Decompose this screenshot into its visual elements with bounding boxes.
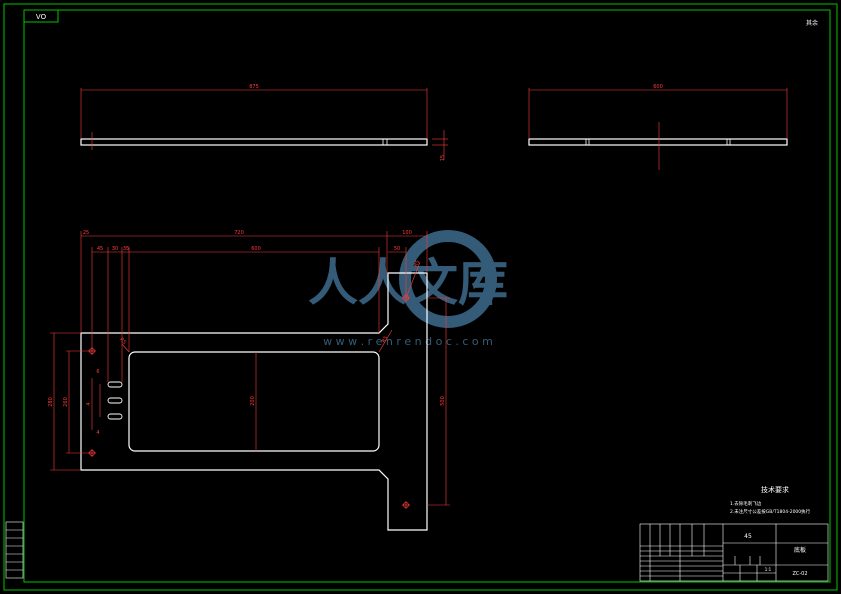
side-stamp [5,521,24,579]
dim-inner-height: 200 [250,396,256,406]
dim-d35: 35 [123,246,129,252]
corner-tag-text: VO [36,13,47,21]
dim-r-b: R5 [381,335,390,344]
plate-outline [80,272,428,531]
dim-right-width: 100 [402,230,412,236]
dim-top-right-length: 600 [653,84,663,90]
top-view-long: 875 15 [80,84,448,161]
inner-cutout [128,351,380,452]
dim-d25: 25 [83,230,89,236]
title-scale: 1:1 [765,567,772,572]
dim-left-height-outer: 280 [48,397,54,407]
title-part-name: 底板 [794,546,806,554]
dim-inner-length: 600 [251,246,261,252]
front-dimension-lines [50,231,450,506]
dim-total-width: 720 [234,230,244,236]
dim-top-length: 875 [249,84,259,90]
corner-tag: VO [23,9,59,23]
top-right-tag: 其余 [806,19,818,27]
dim-slot-b: 4 [96,430,99,436]
slots [107,381,123,420]
dim-left-height-inner: 260 [63,397,69,407]
dim-r-a: R5 [413,259,421,268]
notes-heading: 技术要求 [761,485,789,494]
dim-hole-tag: 4 [86,402,92,405]
dim-r-c: R5 [118,337,127,346]
dim-d45: 45 [97,246,103,252]
dim-slot-a: 6 [96,369,99,375]
plate-short-outline [528,138,788,146]
watermark-url: w w w . r e n r e n d o c . c o m [323,335,493,348]
front-view: 25 720 100 45 30 35 600 50 R5 R5 R5 280 … [48,230,450,531]
technical-notes: 技术要求 1.去除毛刺飞边 2.未注尺寸公差按GB/T1804-2000执行 [730,485,811,515]
title-block [639,523,829,582]
top-view-short: 600 [528,84,788,170]
title-material: 45 [744,533,752,540]
drawing-frame [3,3,838,591]
dim-d30a: 30 [112,246,118,252]
plate-long-outline [80,138,428,146]
dim-right-height: 500 [440,396,446,406]
holes [88,294,410,509]
title-drawing-no: ZC-02 [792,571,807,577]
dim-thickness: 15 [440,155,446,161]
watermark: 人人文库 w w w . r e n r e n d o c . c o m [308,230,508,348]
dim-d50: 50 [394,246,400,252]
watermark-main: 人人文库 [308,254,508,312]
notes-line-1: 1.去除毛刺飞边 [730,500,762,507]
notes-line-2: 2.未注尺寸公差按GB/T1804-2000执行 [730,508,811,515]
